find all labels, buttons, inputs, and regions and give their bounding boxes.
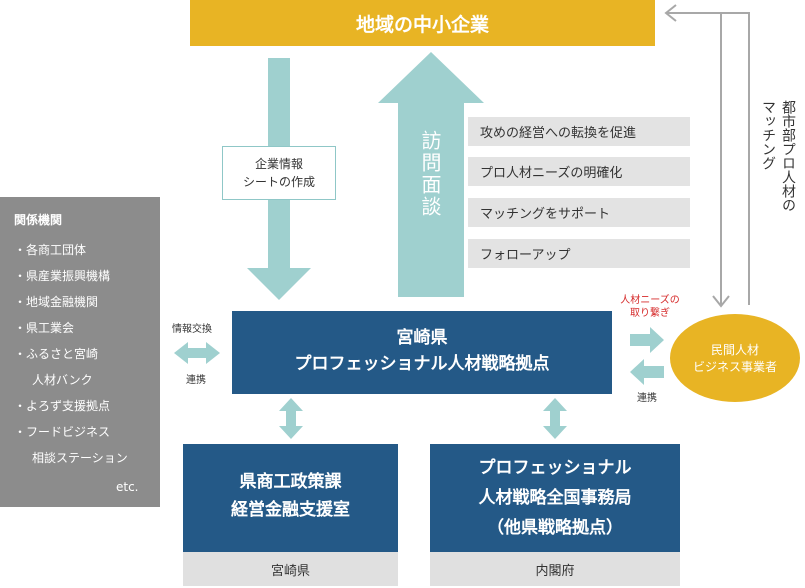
sidebar-item: ・よろず支援拠点 xyxy=(14,399,111,413)
red-label-line-1: 人材ニーズの xyxy=(620,295,680,306)
sidebar-item: 相談ステーション xyxy=(32,451,128,465)
cabinet-office-footer: 内閣府 xyxy=(430,552,680,586)
sidebar-title: 関係機関 xyxy=(14,213,63,227)
vertical-double-arrow-left xyxy=(279,398,303,439)
private-hr-business-oval: 民間人材 ビジネス事業者 xyxy=(670,314,800,402)
left-double-arrow xyxy=(174,342,220,364)
sidebar-item: ・地域金融機関 xyxy=(14,295,99,309)
vertical-col-1: 都市部プロ人材の xyxy=(780,100,796,212)
oval-line-2: ビジネス事業者 xyxy=(692,360,777,374)
vertical-double-arrow-right xyxy=(543,398,567,439)
vertical-col-2: マッチング xyxy=(760,100,776,170)
bl-line-1: 県商工政策課 xyxy=(239,472,342,492)
miyazaki-prefecture-footer: 宮崎県 xyxy=(183,552,398,586)
step-pill: プロ人材ニーズの明確化 xyxy=(468,157,690,186)
center-line-1: 宮崎県 xyxy=(396,328,448,348)
oval-line-1: 民間人材 xyxy=(710,343,759,357)
related-organizations-panel: 関係機関 ・各商工団体 ・県産業振興機構 ・地域金融機関 ・県工業会 ・ふるさと… xyxy=(0,197,160,507)
miyazaki-pro-talent-center: 宮崎県 プロフェッショナル人材戦略拠点 xyxy=(232,311,612,394)
step-pill: フォローアップ xyxy=(468,239,690,268)
company-info-sheet-card: 企業情報 シートの作成 xyxy=(222,146,336,200)
left-arrow-from-oval xyxy=(630,359,664,385)
talent-needs-bridging-label: 人材ニーズの 取り繋ぎ xyxy=(610,294,690,320)
sidebar-item-etc: etc. xyxy=(116,480,139,494)
sidebar-item: ・県工業会 xyxy=(14,321,75,335)
br-line-2: 人材戦略全国事務局 xyxy=(478,488,632,508)
feedback-line xyxy=(664,4,750,308)
bl-line-2: 経営金融支援室 xyxy=(231,500,350,520)
right-cooperation-label: 連携 xyxy=(637,393,657,404)
card-line-2: シートの作成 xyxy=(242,175,315,189)
left-cooperation-label: 連携 xyxy=(186,375,206,386)
step-pill: 攻めの経営への転換を促進 xyxy=(468,117,690,146)
step-pill: マッチングをサポート xyxy=(468,198,690,227)
card-line-1: 企業情報 xyxy=(254,157,303,171)
visit-interview-label: 訪問面談 xyxy=(418,130,442,218)
up-arrow xyxy=(378,52,484,297)
red-label-line-2: 取り繋ぎ xyxy=(630,308,670,319)
center-line-2: プロフェッショナル人材戦略拠点 xyxy=(294,354,550,374)
br-line-3: （他県戦略拠点） xyxy=(487,518,623,538)
top-bar-title: 地域の中小企業 xyxy=(355,13,489,36)
sidebar-item: ・ふるさと宮崎 xyxy=(14,347,99,361)
top-bar-regional-smes: 地域の中小企業 xyxy=(190,0,655,46)
national-secretariat-box: プロフェッショナル 人材戦略全国事務局 （他県戦略拠点） xyxy=(430,444,680,552)
sidebar-item: ・フードビジネス xyxy=(14,425,111,439)
sidebar-item: ・各商工団体 xyxy=(14,243,87,257)
sidebar-item: 人材バンク xyxy=(32,373,93,387)
sidebar-item: ・県産業振興機構 xyxy=(14,269,111,283)
urban-pro-talent-matching-label: 都市部プロ人材の マッチング xyxy=(758,100,798,212)
right-arrow-to-oval xyxy=(630,327,664,353)
br-line-1: プロフェッショナル xyxy=(478,458,632,478)
info-exchange-label: 情報交換 xyxy=(172,324,212,335)
commerce-policy-division-box: 県商工政策課 経営金融支援室 xyxy=(183,444,398,552)
